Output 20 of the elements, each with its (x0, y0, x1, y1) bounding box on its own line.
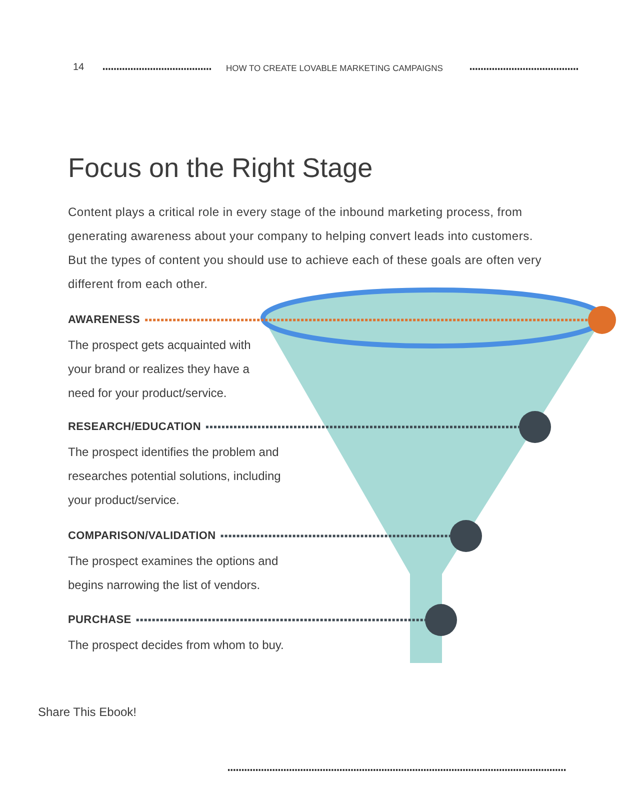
stage-heading: PURCHASE (68, 613, 132, 627)
leader-line (136, 618, 425, 622)
stage-description: The prospect examines the options and begins narrowing the list of vendors. (68, 553, 280, 594)
stage-description: The prospect decides from whom to buy. (68, 637, 285, 654)
page-number: 14 (73, 62, 84, 74)
dot-marker-icon (588, 306, 616, 334)
dot-marker-icon (519, 411, 551, 443)
stage-heading: AWARENESS (68, 313, 140, 327)
page-title: Focus on the Right Stage (68, 152, 373, 185)
stage-description: The prospect identifies the problem and researches potential solutions, including your product/service. (68, 444, 282, 509)
dot-marker-icon (425, 604, 457, 636)
leader-line (220, 534, 450, 538)
stage-heading: RESEARCH/EDUCATION (68, 420, 201, 434)
share-prompt: Share This Ebook! (38, 705, 137, 720)
intro-paragraph: Content plays a critical role in every stage of the inbound marketing process, from generating awareness about your company to helping convert leads into customers. But the types of content you should use to achieve each of these goals are often very different from each other. (68, 204, 542, 293)
dot-marker-icon (450, 520, 482, 552)
stage-description: The prospect gets acquainted with your brand or realizes they have a need for your product/service. (68, 337, 252, 402)
stage-heading: COMPARISON/VALIDATION (68, 529, 216, 543)
leader-line (206, 426, 519, 428)
running-header: HOW TO CREATE LOVABLE MARKETING CAMPAIGNS (226, 63, 443, 74)
